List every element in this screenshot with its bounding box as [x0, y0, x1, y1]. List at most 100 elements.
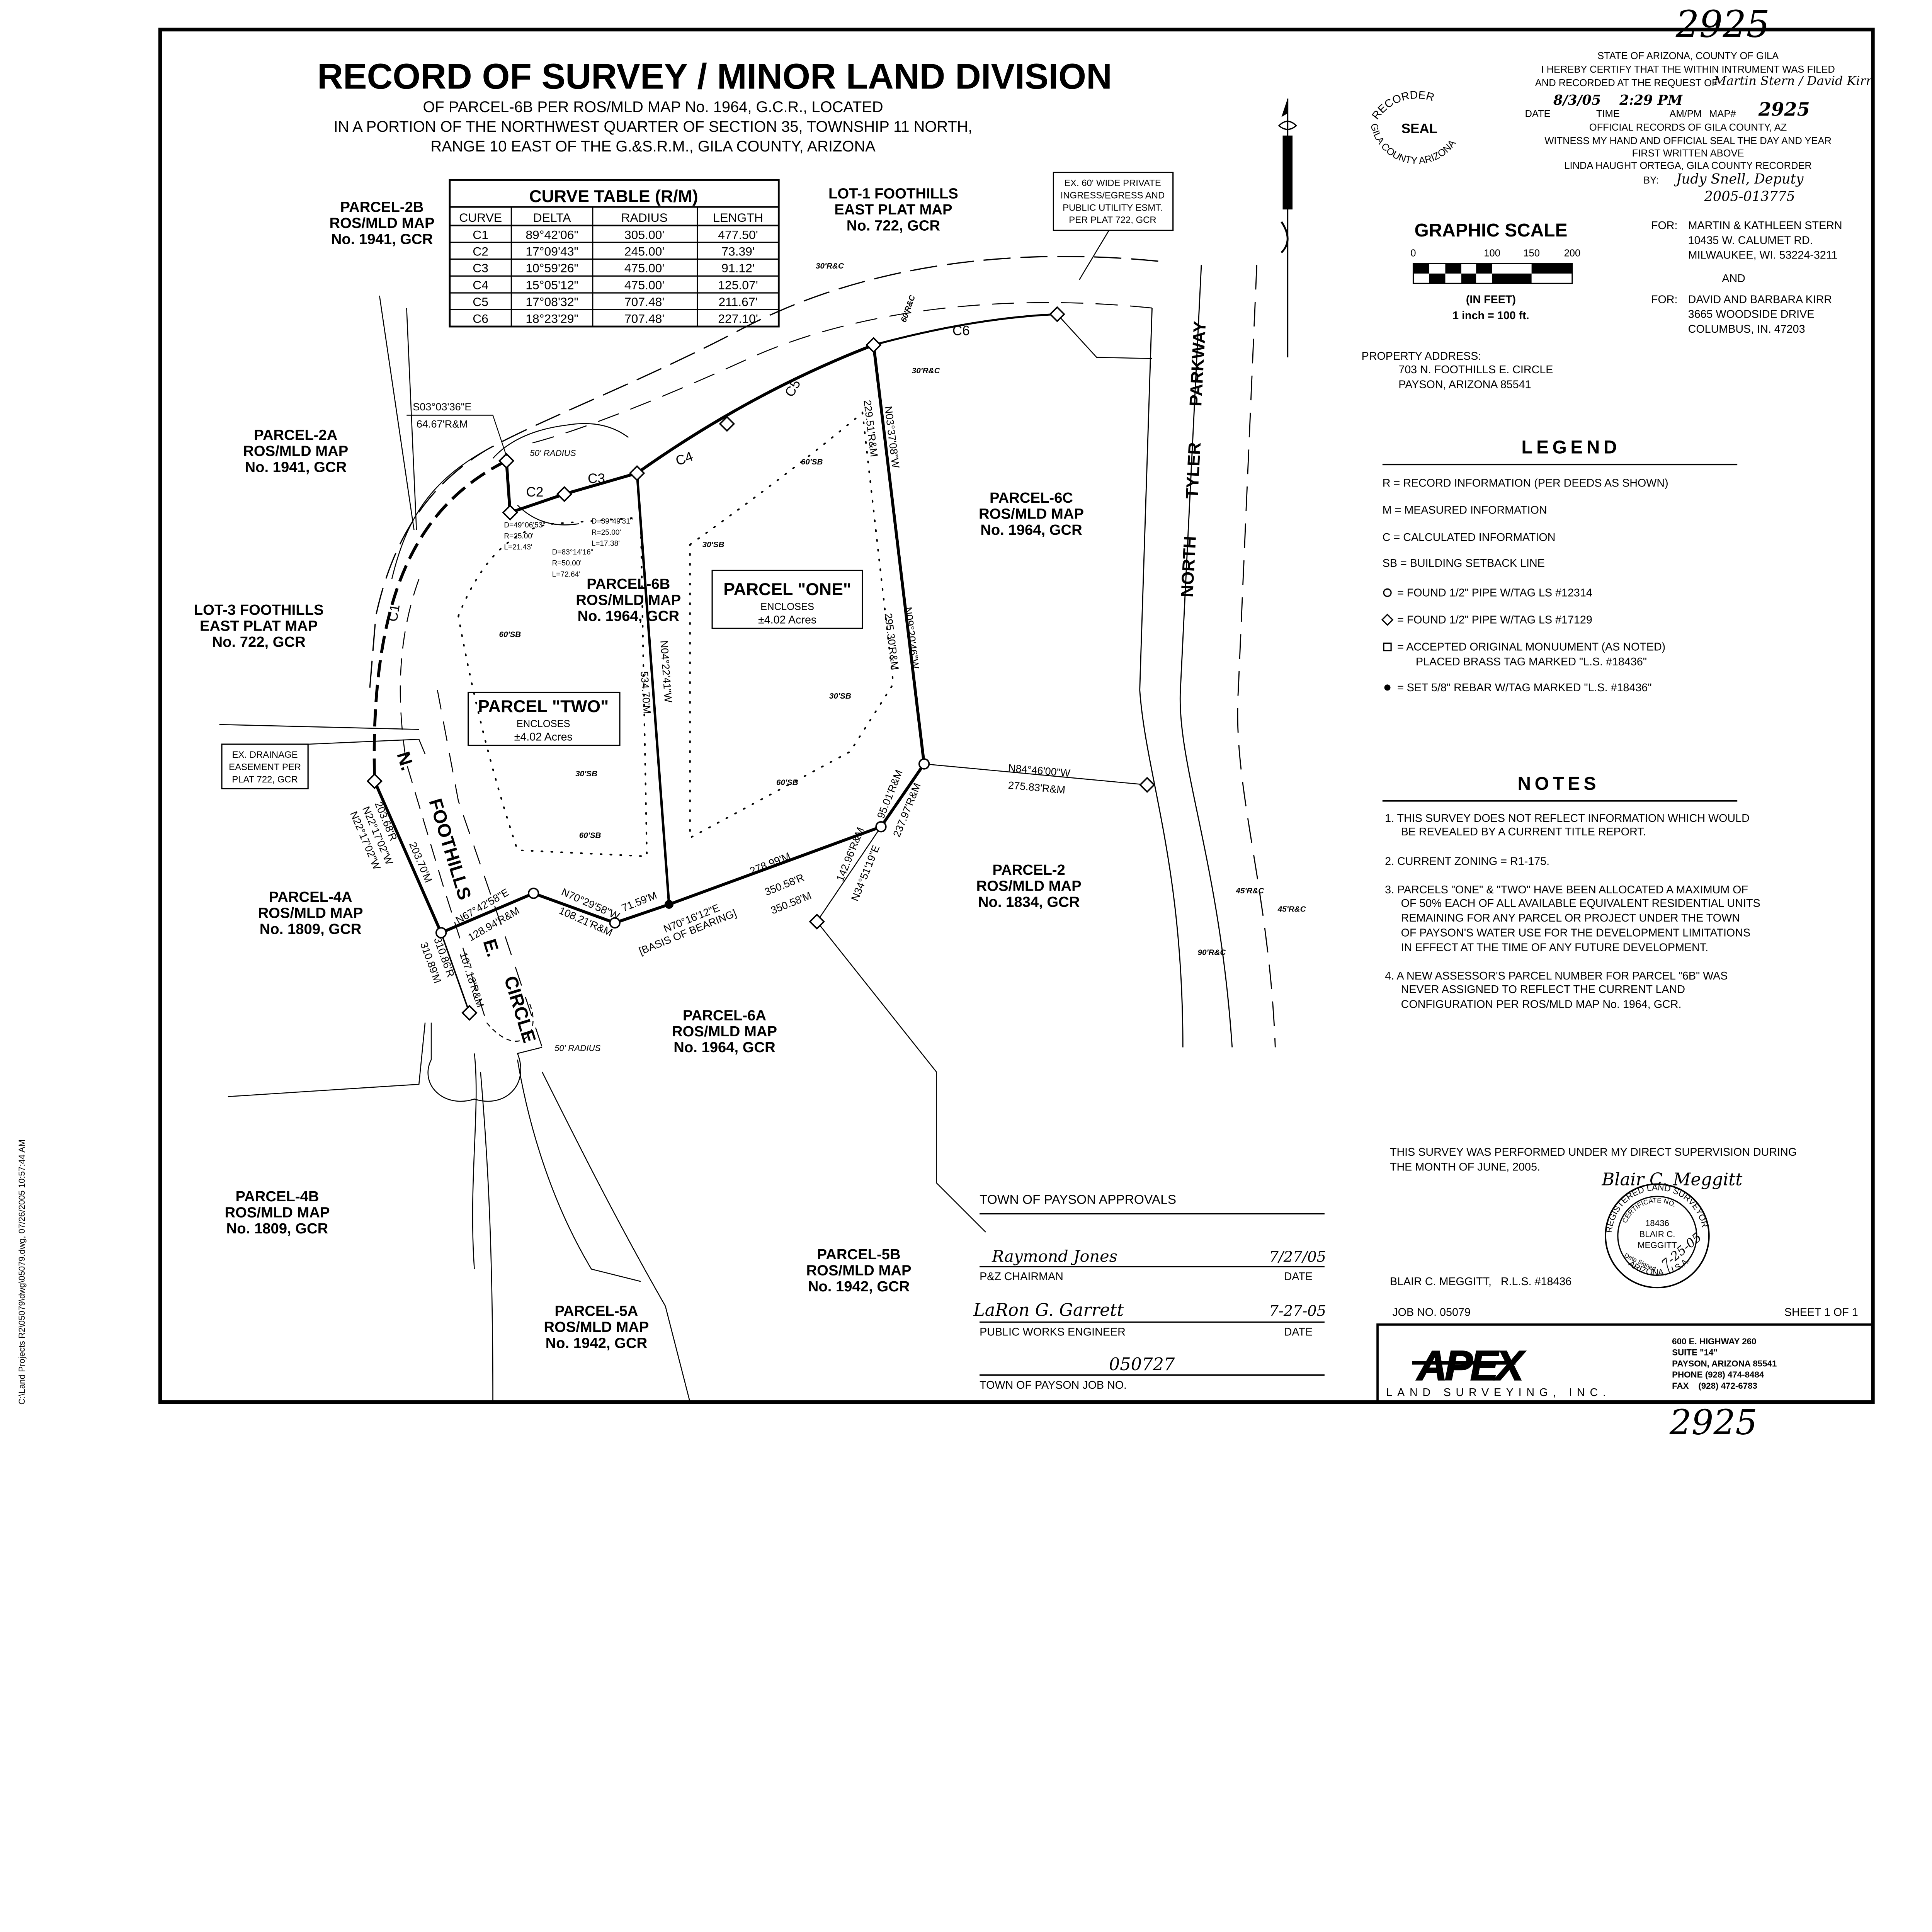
owner-line: 3665 WOODSIDE DRIVE — [1688, 308, 1815, 321]
rc-label: 90'R&C — [1197, 948, 1226, 957]
curve-detail: D=83°14'16" — [552, 548, 594, 556]
road-name-part: TYLER — [1183, 442, 1205, 499]
company-address-line: PHONE (928) 474-8484 — [1672, 1370, 1764, 1379]
curve-delta: 89°42'06" — [526, 228, 578, 242]
curve-id: C5 — [473, 295, 488, 309]
note-line: OF PAYSON'S WATER USE FOR THE DEVELOPMEN… — [1401, 927, 1750, 939]
note-line: REMAINING FOR ANY PARCEL OR PROJECT UNDE… — [1401, 912, 1740, 924]
property-address-label: PROPERTY ADDRESS: — [1362, 350, 1481, 362]
subtitle-line: OF PARCEL-6B PER ROS/MLD MAP No. 1964, G… — [423, 99, 883, 116]
parcel-one-box: PARCEL "ONE" ENCLOSES ±4.02 Acres — [711, 570, 863, 629]
notes-title: NOTES — [1518, 774, 1600, 794]
note-line: BE REVEALED BY A CURRENT TITLE REPORT. — [1401, 826, 1646, 838]
parcel-label: No. 1809, GCR — [260, 921, 362, 937]
setback-label: 60'SB — [499, 630, 521, 639]
found-pipe-diamond-icon — [502, 504, 518, 521]
parcel-label: LOT-3 FOOTHILLS — [194, 602, 324, 618]
sheet-border — [158, 27, 1875, 1404]
curve-label: C6 — [952, 323, 970, 338]
curve-length: 91.12' — [721, 261, 755, 275]
scale-tick-label: 200 — [1564, 248, 1581, 259]
scale-tick-label: 0 — [1410, 248, 1416, 259]
found-pipe-circle-icon — [609, 917, 621, 929]
parcel-label: ROS/MLD MAP — [224, 1204, 330, 1221]
curve-table-row: C3 10°59'26" 475.00' 91.12' — [473, 261, 755, 275]
curve-label: C2 — [526, 485, 544, 500]
curve-length: 227.10' — [718, 311, 758, 325]
road-name-tyler-parkway: NORTH TYLER PARKWAY — [1178, 321, 1210, 598]
curve-length: 73.39' — [721, 245, 755, 259]
parcel-two-area: ±4.02 Acres — [514, 731, 573, 743]
found-pipe-diamond-icon — [1381, 614, 1394, 626]
parcel-two-sub: ENCLOSES — [517, 718, 570, 729]
curve-radius: 475.00' — [624, 261, 665, 275]
found-pipe-circle-icon — [875, 821, 887, 833]
monument-square-icon — [1383, 642, 1392, 651]
curve-table-header: DELTA — [533, 211, 571, 224]
surveyor-name: BLAIR C. MEGGITT, R.L.S. #18436 — [1390, 1276, 1571, 1288]
curve-id: C3 — [473, 261, 488, 275]
easement-line: EX. DRAINAGE — [232, 750, 298, 760]
parcel-one-area: ±4.02 Acres — [758, 614, 816, 626]
curve-length: 477.50' — [718, 228, 758, 242]
legend-item: = ACCEPTED ORIGINAL MONUUMENT (AS NOTED) — [1397, 641, 1665, 653]
setback-label: 60'SB — [776, 778, 798, 787]
rc-label: 45'R&C — [1235, 886, 1264, 895]
date-label: DATE — [1284, 1326, 1313, 1338]
road-name-part: NORTH — [1178, 536, 1200, 598]
curve-table-header: CURVE — [459, 211, 502, 224]
pw-signature: LaRon G. Garrett — [973, 1300, 1124, 1320]
curve-delta: 17°09'43" — [526, 245, 578, 259]
seal-name: BLAIR C. — [1639, 1230, 1675, 1239]
seal-number: 18436 — [1645, 1218, 1669, 1228]
seal-name: MEGGITT — [1638, 1240, 1677, 1250]
company-logo: APEX — [1416, 1342, 1526, 1389]
curve-delta: 10°59'26" — [526, 261, 578, 275]
parcel-boundary — [373, 343, 926, 935]
page-title: RECORD OF SURVEY / MINOR LAND DIVISION — [317, 56, 1112, 97]
curve-table-row: C6 18°23'29" 707.48' 227.10' — [473, 311, 758, 325]
set-rebar-dot-icon — [1384, 684, 1391, 691]
scale-ratio: 1 inch = 100 ft. — [1452, 310, 1529, 322]
curve-table-row: C5 17°08'32" 707.48' 211.67' — [473, 295, 757, 309]
owner-line: MILWAUKEE, WI. 53224-3211 — [1688, 249, 1838, 262]
parcel-label: ROS/MLD MAP — [544, 1319, 649, 1335]
owner-line: DAVID AND BARBARA KIRR — [1688, 293, 1832, 306]
monuments — [366, 306, 1155, 1021]
town-job-number-label: TOWN OF PAYSON JOB NO. — [980, 1379, 1127, 1391]
scale-units: (IN FEET) — [1466, 293, 1516, 306]
curve-label: C1 — [385, 603, 403, 623]
found-pipe-diamond-icon — [866, 337, 882, 353]
cert-by-signature: Judy Snell, Deputy — [1674, 171, 1804, 187]
cert-request-by: Martin Stern / David Kirr — [1713, 73, 1872, 88]
parcel-label: No. 1964, GCR — [673, 1039, 776, 1056]
curve-delta: 15°05'12" — [526, 278, 578, 292]
distance-label: 64.67'R&M — [417, 418, 468, 430]
radius-label: 50' RADIUS — [530, 448, 576, 458]
cert-time-value: 2:29 PM — [1619, 92, 1683, 108]
curve-length: 211.67' — [718, 295, 757, 309]
parcel-two-box: PARCEL "TWO" ENCLOSES ±4.02 Acres — [468, 692, 621, 746]
curve-radius: 245.00' — [624, 245, 665, 259]
easement-line: EX. 60' WIDE PRIVATE — [1064, 178, 1161, 189]
sheet-number: SHEET 1 OF 1 — [1784, 1306, 1858, 1319]
parcel-two-name: PARCEL "TWO" — [478, 697, 609, 716]
cert-line: I HEREBY CERTIFY THAT THE WITHIN INTRUME… — [1541, 64, 1835, 75]
parcel-label: ROS/MLD MAP — [979, 505, 1084, 522]
parcel-label: No. 1964, GCR — [577, 608, 679, 624]
pz-label: P&Z CHAIRMAN — [980, 1270, 1063, 1283]
parcel-label: ROS/MLD MAP — [806, 1262, 912, 1279]
legend-item: = FOUND 1/2" PIPE W/TAG LS #12314 — [1397, 587, 1592, 599]
parcel-label: PARCEL-2B — [340, 199, 423, 215]
parcel-label: No. 1942, GCR — [546, 1335, 648, 1352]
company-address-line: FAX (928) 472-6783 — [1672, 1381, 1757, 1391]
note-line: NEVER ASSIGNED TO REFLECT THE CURRENT LA… — [1401, 983, 1685, 996]
owner-prefix: FOR: — [1651, 293, 1678, 306]
legend-item: = SET 5/8" REBAR W/TAG MARKED "L.S. #184… — [1397, 682, 1651, 694]
cert-date-label: DATE — [1525, 109, 1551, 119]
curve-table-row: C1 89°42'06" 305.00' 477.50' — [473, 228, 758, 242]
owner-line: MARTIN & KATHLEEN STERN — [1688, 219, 1842, 232]
curve-label: C3 — [588, 471, 605, 486]
handwritten-map-number-top: 2925 — [1675, 3, 1770, 46]
found-pipe-diamond-icon — [809, 913, 825, 930]
